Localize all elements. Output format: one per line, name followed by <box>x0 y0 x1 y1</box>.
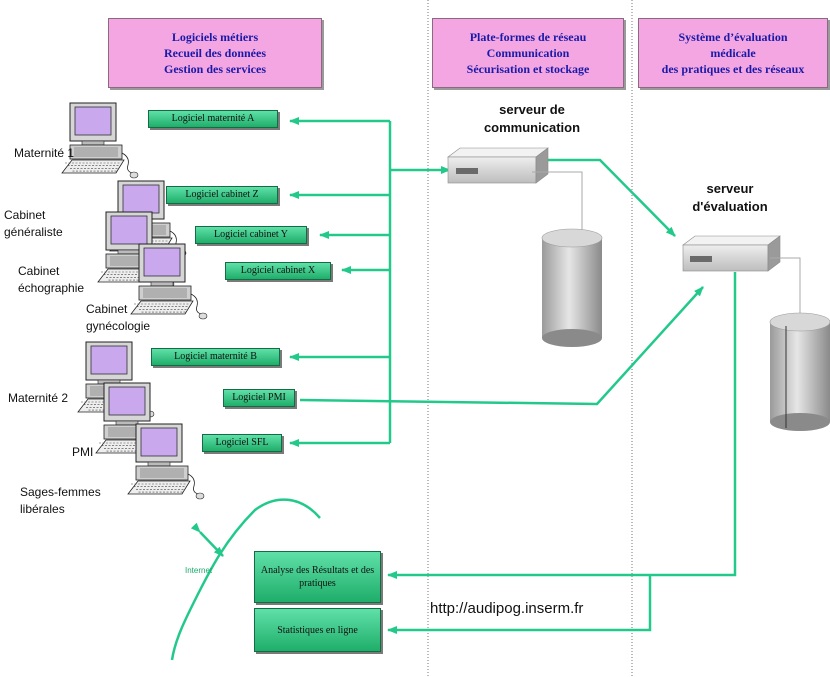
evaluation-server-label: serveur d'évaluation <box>692 181 768 214</box>
software-cabinet-x: Logiciel cabinet X <box>225 262 331 280</box>
results-analysis-box: Analyse des Résultats et des pratiques <box>254 551 381 603</box>
site-cabinet-echographie: Cabinet échographie <box>18 264 85 295</box>
internet-label: Internet <box>185 566 213 575</box>
evaluation-storage-icon <box>769 312 830 431</box>
header-line: Sécurisation et stockage <box>466 62 590 76</box>
software-maternite-b: Logiciel maternité B <box>151 348 280 366</box>
header-line: Système d’évaluation <box>678 30 788 44</box>
software-sfl: Logiciel SFL <box>202 434 282 452</box>
software-cabinet-y: Logiciel cabinet Y <box>195 226 307 244</box>
workstation-icon <box>127 423 205 500</box>
header-line: Logiciels métiers <box>171 30 259 44</box>
evaluation-server-icon <box>682 235 801 322</box>
software-maternite-a: Logiciel maternité A <box>148 110 278 128</box>
results-analysis-label: Analyse des Résultats et des pratiques <box>260 565 375 589</box>
site-cabinet-gynecologie: Cabinet gynécologie <box>86 302 151 333</box>
site-pmi: PMI <box>72 445 94 459</box>
site-maternite-1: Maternité 1 <box>14 146 75 160</box>
data-collection-bus <box>289 117 737 634</box>
header-line: Gestion des services <box>164 62 266 76</box>
header-network-platforms: Plate-formes de réseau Communication Séc… <box>432 18 624 88</box>
communication-server-icon <box>447 147 583 236</box>
header-line: Recueil des données <box>164 46 266 60</box>
header-evaluation-system: Système d’évaluation médicale des pratiq… <box>638 18 828 88</box>
header-line: des pratiques et des réseaux <box>661 62 805 76</box>
communication-server-label: serveur de communication <box>483 102 581 135</box>
software-pmi: Logiciel PMI <box>223 389 295 407</box>
internet-arrow <box>190 522 224 557</box>
header-line: Communication <box>486 46 570 60</box>
software-cabinet-z: Logiciel cabinet Z <box>166 186 278 204</box>
header-line: Plate-formes de réseau <box>469 30 587 44</box>
workstation-icon <box>61 102 139 179</box>
workstation-icon <box>130 243 208 320</box>
website-url[interactable]: http://audipog.inserm.fr <box>430 600 584 617</box>
workstations <box>61 102 208 500</box>
site-maternite-2: Maternité 2 <box>8 391 69 405</box>
site-sages-femmes: Sages-femmes libérales <box>20 485 101 516</box>
header-business-software: Logiciels métiers Recueil des données Ge… <box>108 18 322 88</box>
communication-storage-icon <box>541 228 603 347</box>
online-statistics-label: Statistiques en ligne <box>277 624 358 636</box>
header-line: médicale <box>710 46 756 60</box>
online-statistics-box: Statistiques en ligne <box>254 608 381 652</box>
site-cabinet-generaliste: Cabinet généraliste <box>4 208 63 239</box>
